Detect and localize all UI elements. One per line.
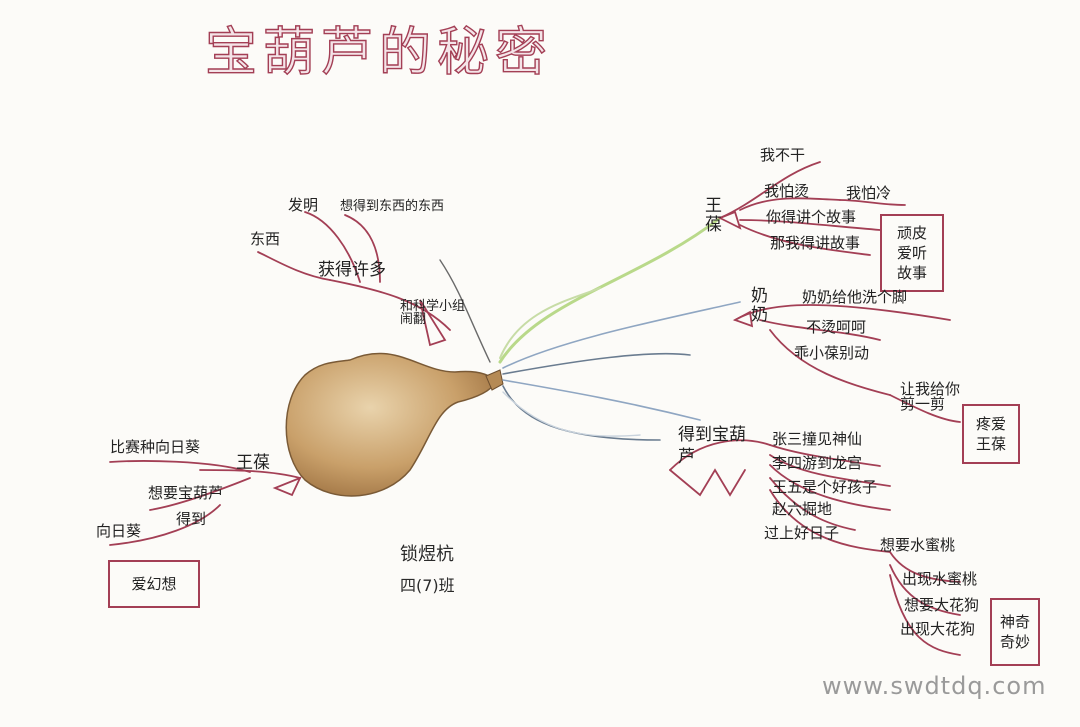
label-wangbao-left: 王葆 xyxy=(236,453,270,473)
label-xiangdedao: 想得到东西的东西 xyxy=(340,199,445,214)
label-xiangyao-dahuagou: 想要大花狗 xyxy=(904,596,980,614)
label-dedao-left: 得到 xyxy=(176,510,207,528)
label-nao-fan: 和科学小组闹翻 xyxy=(400,299,466,327)
label-wopatang: 我怕烫 xyxy=(764,182,810,200)
page-title: 宝葫芦的秘密 xyxy=(204,22,554,83)
label-butang: 不烫呵呵 xyxy=(806,318,867,336)
box-wanpi-line3: 故事 xyxy=(896,264,927,283)
label-wangwu: 王五是个好孩子 xyxy=(772,478,878,496)
box-shenqi-line2: 奇妙 xyxy=(999,633,1030,651)
label-xiangyao-shuimitao: 想要水蜜桃 xyxy=(880,536,956,554)
label-jianyijian: 让我给你剪一剪 xyxy=(900,380,961,413)
gourd-icon xyxy=(285,352,504,497)
label-xiangyao-hulu: 想要宝葫芦 xyxy=(148,484,224,502)
box-aihuanxiang-text: 爱幻想 xyxy=(131,574,177,593)
label-xiangrikui: 向日葵 xyxy=(96,522,142,540)
label-chuxian-dahuagou: 出现大花狗 xyxy=(900,620,976,638)
box-tengai-line1: 疼爱 xyxy=(975,414,1006,433)
label-lisi: 李四游到龙宫 xyxy=(772,454,863,472)
label-nawodejiang: 那我得讲故事 xyxy=(770,234,861,252)
label-bisai: 比赛种向日葵 xyxy=(110,438,201,456)
label-nainai: 奶奶 xyxy=(747,286,767,324)
vine-lines xyxy=(439,216,741,441)
box-shenqi-line1: 神奇 xyxy=(999,612,1030,631)
label-zhaoliu: 赵六掘地 xyxy=(772,500,833,518)
label-wopaleng: 我怕冷 xyxy=(846,184,892,202)
box-aihuanxiang: 爱幻想 xyxy=(108,560,200,608)
box-wanpi-line1: 顽皮 xyxy=(896,223,927,242)
label-dedao-hulu: 得到宝葫芦 xyxy=(678,425,746,468)
label-faming: 发明 xyxy=(288,196,319,214)
label-dongxi: 东西 xyxy=(250,230,281,248)
box-wanpi: 顽皮 爱听 故事 xyxy=(880,214,944,292)
label-nidejiang: 你得讲个故事 xyxy=(766,208,857,226)
label-zhangsan: 张三撞见神仙 xyxy=(772,430,863,448)
label-chuxian-shuimitao: 出现水蜜桃 xyxy=(902,570,978,588)
watermark: www.swdtdq.com xyxy=(822,672,1047,700)
label-wobugan: 我不干 xyxy=(760,146,806,164)
box-tengai-line2: 王葆 xyxy=(975,435,1006,453)
label-guoshang: 过上好日子 xyxy=(764,524,840,542)
box-tengai: 疼爱 王葆 xyxy=(962,404,1020,464)
box-shenqi: 神奇 奇妙 xyxy=(990,598,1040,666)
class-name: 四(7)班 xyxy=(400,576,455,595)
label-guaixiaobao: 乖小葆别动 xyxy=(794,344,870,362)
box-wanpi-line2: 爱听 xyxy=(896,243,927,262)
label-huodexuduo: 获得许多 xyxy=(318,260,386,280)
branch-lines xyxy=(109,161,961,656)
label-wangbao-top: 王葆 xyxy=(701,196,721,234)
label-xijiao: 奶奶给他洗个脚 xyxy=(802,288,908,306)
author-name: 锁煜杭 xyxy=(400,544,454,565)
